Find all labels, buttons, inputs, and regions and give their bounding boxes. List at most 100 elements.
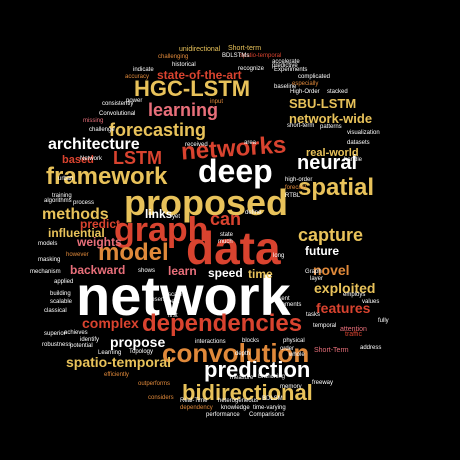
word-experiments: Experiments: [274, 67, 308, 73]
word-predictive: predictive: [272, 63, 298, 69]
word-dependency: dependency: [180, 405, 213, 411]
word-received: received: [185, 142, 208, 148]
word-fully: fully: [378, 318, 389, 324]
word-network: Network: [80, 156, 103, 162]
word-historical: historical: [172, 62, 196, 68]
word-employs: employs: [343, 292, 366, 298]
word-unidirectional: unidirectional: [179, 46, 221, 53]
word-exploited: exploited: [314, 280, 376, 296]
word-scalable: scalable: [50, 299, 73, 305]
word-state-of-the-art: state-of-the-art: [157, 68, 242, 82]
word-datasets: datasets: [347, 140, 370, 146]
word-identify: identify: [80, 337, 100, 343]
word-short-term: short-term: [287, 123, 315, 129]
word-address: address: [360, 345, 382, 351]
word-handle: handle: [344, 157, 363, 163]
word-long: long: [273, 253, 285, 259]
word-building: building: [50, 291, 71, 297]
word-network: network: [76, 264, 291, 327]
word-spatio-temporal: spatio-temporal: [66, 354, 172, 370]
word-algorithms: algorithms: [44, 198, 72, 204]
word-data: data: [186, 222, 281, 274]
word-accelerate: accelerate: [272, 59, 300, 65]
word-novel: novel: [313, 262, 350, 278]
word-sbu-lstm: SBU-LSTM: [289, 96, 357, 111]
word-real-world: real-world: [306, 147, 359, 159]
word-masking: masking: [38, 257, 61, 263]
word-memory: memory: [280, 384, 302, 390]
word-values: values: [362, 299, 380, 305]
word-high-order: high-order: [285, 177, 313, 183]
word-training: training: [52, 193, 72, 199]
word-recognize: recognize: [238, 66, 265, 72]
word-neural: neural: [297, 152, 358, 174]
word-propose: propose: [110, 334, 166, 350]
word-scale: scale: [168, 292, 183, 298]
word-speed: speed: [208, 266, 243, 280]
word-challenging: challenging: [158, 54, 189, 60]
word-whole: whole: [289, 352, 305, 358]
word-convolution: convolution: [162, 338, 310, 368]
word-learning: learning: [148, 100, 219, 120]
word-traffic: traffic: [345, 331, 362, 338]
word-physical: physical: [283, 338, 305, 344]
word-complex: complex: [82, 315, 139, 331]
word-define: define: [245, 210, 262, 216]
word-interactions: interactions: [195, 339, 226, 345]
word-framework: framework: [46, 163, 168, 190]
word-visualization: visualization: [347, 130, 380, 136]
word-proposed: proposed: [124, 182, 289, 223]
word-branching: Branching: [258, 374, 286, 380]
word-forecast: forecast: [285, 185, 307, 191]
word-challenge: challenge: [89, 127, 115, 133]
word-learn: learn: [168, 264, 197, 278]
word-prediction: prediction: [204, 357, 311, 382]
word-real-time: Real-Time: [180, 398, 208, 404]
word-model: model: [98, 239, 169, 266]
word-topology: Topology: [129, 349, 154, 355]
word-performance: performance: [206, 412, 240, 418]
word-potential: potential: [70, 343, 93, 349]
word-network-wide: network-wide: [289, 111, 373, 126]
word-temporal: temporal: [313, 323, 337, 329]
word-attention: attention: [340, 326, 367, 333]
word-elements: elements: [277, 302, 302, 308]
word-recent: recent: [273, 296, 290, 302]
word-bdlsm: BDLSM: [262, 396, 283, 402]
word-high-order: High-Order: [290, 89, 320, 95]
word-features: features: [316, 300, 371, 316]
word-patterns: patterns: [320, 124, 342, 130]
word-mechanism: mechanism: [30, 269, 61, 275]
word-indicate: indicate: [133, 67, 154, 73]
word-graph: graph: [114, 211, 209, 249]
word-forecasting: forecasting: [109, 120, 207, 140]
word-hgc-lstm: HGC-LSTM: [134, 76, 251, 101]
word-consistently: consistently: [102, 101, 134, 107]
word-shows: shows: [138, 268, 156, 274]
word-state: state: [220, 232, 234, 238]
word-capture: capture: [298, 225, 364, 245]
word-knowledge: knowledge: [221, 405, 250, 411]
word-short-term: Short-term: [228, 45, 262, 52]
word-deep: deep: [198, 153, 273, 189]
word-future: future: [305, 244, 339, 258]
word-graph: Graph: [305, 269, 322, 275]
word-methods: methods: [42, 206, 109, 223]
word-especially: especially: [292, 81, 319, 87]
word-short-term: Short-Term: [314, 347, 349, 354]
word-links: links: [145, 207, 173, 221]
word-influential: influential: [48, 226, 105, 240]
word-much: much: [218, 239, 233, 245]
word-missing: missing: [83, 118, 104, 124]
word-dependencies: dependencies: [142, 310, 303, 337]
word-classical: classical: [44, 308, 67, 314]
word-weights: weights: [77, 235, 122, 249]
word-models: models: [38, 241, 58, 247]
word-time-varying: time-varying: [253, 405, 286, 411]
word-yet: yet: [172, 214, 181, 220]
word-input: input: [210, 99, 224, 105]
word-lstm: LSTM: [113, 148, 162, 168]
word-measure: measure: [230, 375, 254, 381]
word-based: based: [62, 154, 94, 166]
